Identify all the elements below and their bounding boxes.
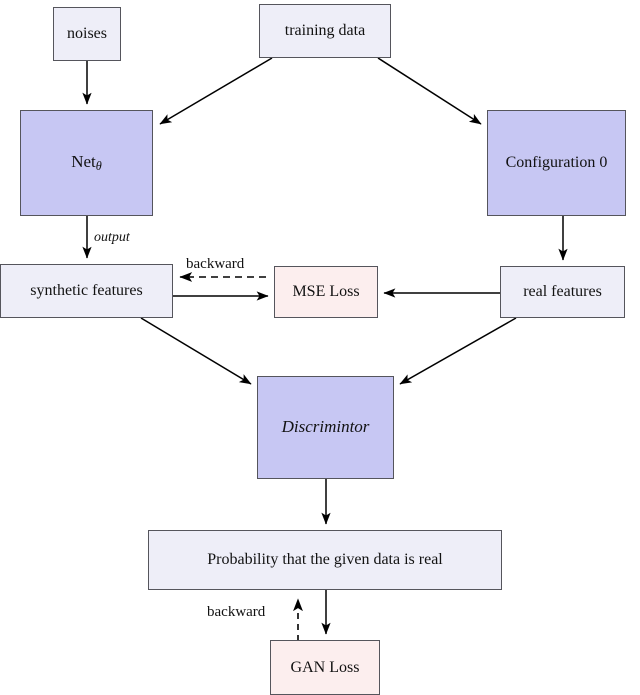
edge-label-backward-mse-text: backward [186, 256, 245, 272]
node-synthetic-features-label: synthetic features [30, 282, 143, 300]
net-theta-subscript: θ [95, 158, 102, 173]
edge-training-to-net [159, 57, 273, 125]
node-net-theta[interactable]: Netθ [20, 110, 153, 216]
edge-label-backward-gan-text: backward [207, 604, 266, 620]
edge-label-backward-mse: backward [186, 256, 244, 273]
node-real-features-label: real features [523, 283, 602, 301]
edge-label-output-text: output [94, 230, 130, 245]
node-mse-loss-label: MSE Loss [292, 283, 360, 301]
node-configuration-0-label: Configuration 0 [505, 154, 608, 172]
edge-label-backward-gan: backward [207, 604, 265, 621]
node-configuration-0[interactable]: Configuration 0 [487, 110, 626, 216]
node-real-features[interactable]: real features [500, 266, 625, 318]
node-training-data-label: training data [284, 22, 366, 40]
edge-real-to-discriminator [399, 317, 517, 385]
node-net-theta-label: Netθ [71, 151, 102, 173]
node-noises[interactable]: noises [53, 7, 121, 61]
node-probability[interactable]: Probability that the given data is real [148, 530, 502, 590]
node-gan-loss[interactable]: GAN Loss [270, 640, 380, 695]
node-synthetic-features[interactable]: synthetic features [0, 264, 173, 318]
edge-label-output: output [94, 230, 130, 246]
node-discriminator-label: Discrimintor [281, 417, 370, 437]
node-probability-label: Probability that the given data is real [207, 551, 443, 569]
node-gan-loss-label: GAN Loss [290, 658, 360, 676]
node-mse-loss[interactable]: MSE Loss [274, 266, 378, 318]
node-discriminator[interactable]: Discrimintor [257, 376, 394, 479]
node-noises-label: noises [67, 25, 107, 43]
edge-synthetic-to-discriminator [140, 317, 252, 385]
edge-training-to-config [377, 57, 482, 125]
node-training-data[interactable]: training data [259, 4, 391, 58]
